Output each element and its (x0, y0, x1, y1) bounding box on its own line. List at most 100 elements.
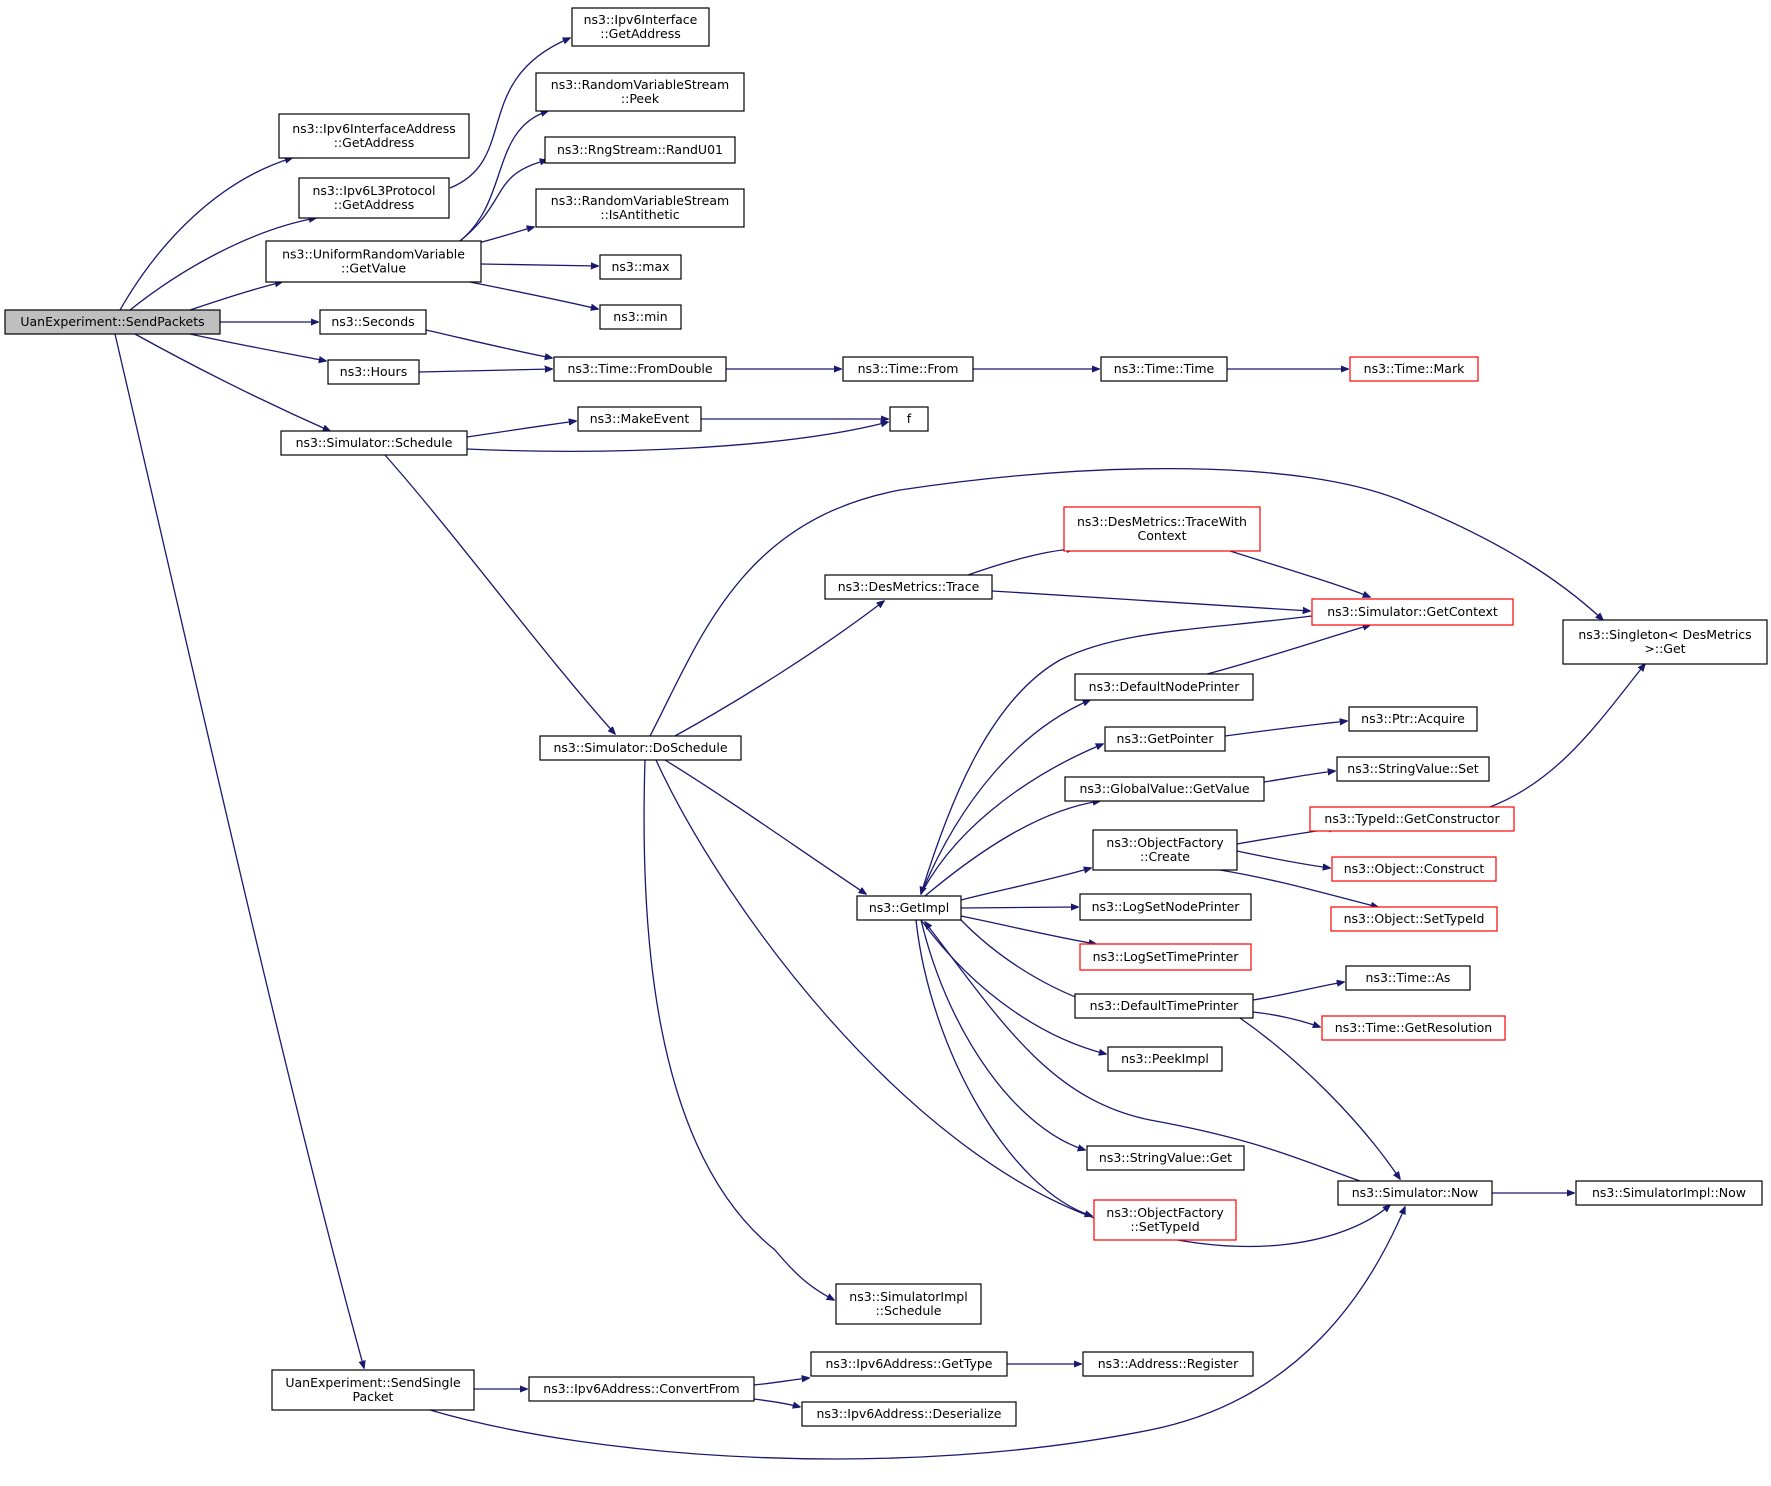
node-box (271, 1369, 475, 1411)
node-typeid-getconstructor[interactable]: ns3::TypeId::GetConstructor (1309, 806, 1515, 832)
edge-uniform_getvalue-to-rng_randu01 (459, 160, 547, 242)
node-peekimpl[interactable]: ns3::PeekImpl (1107, 1046, 1223, 1072)
node-time-getresolution[interactable]: ns3::Time::GetResolution (1321, 1015, 1506, 1041)
edge-send_packets-to-ipv6l3_getaddr (129, 218, 316, 311)
node-label-line: ns3::DesMetrics::Trace (838, 579, 980, 594)
node-box (544, 136, 736, 164)
node-rvs-peek[interactable]: ns3::RandomVariableStream::Peek (535, 72, 745, 112)
node-time-as[interactable]: ns3::Time::As (1345, 965, 1471, 991)
node-makeevent[interactable]: ns3::MakeEvent (577, 406, 702, 432)
node-label-line: ns3::Ipv6Address::ConvertFrom (543, 1381, 739, 1396)
node-simimpl-now[interactable]: ns3::SimulatorImpl::Now (1575, 1180, 1763, 1206)
node-label-line: ns3::GetImpl (869, 900, 949, 915)
node-sim-schedule[interactable]: ns3::Simulator::Schedule (280, 430, 468, 456)
node-box (1092, 829, 1238, 871)
edge-typeid_getconstructor-to-singleton_get (1489, 664, 1645, 808)
edge-ipv6addr_convertfrom-to-ipv6addr_gettype (753, 1378, 809, 1386)
edge-sim_schedule-to-f (466, 422, 888, 452)
node-label-line: ns3::TypeId::GetConstructor (1324, 811, 1500, 826)
node-label-line: ns3::Ipv6Address::GetType (826, 1356, 993, 1371)
edge-hours-to-time_fromdouble (418, 369, 552, 372)
edge-getimpl-to-getpointer (920, 744, 1103, 895)
node-hours[interactable]: ns3::Hours (327, 359, 420, 385)
edge-send_packets-to-send_single (114, 333, 364, 1368)
node-label-line: ns3::StringValue::Get (1099, 1150, 1232, 1165)
edge-send_single-to-sim_now (429, 1207, 1405, 1460)
node-box (1082, 1351, 1254, 1377)
node-sim-now[interactable]: ns3::Simulator::Now (1337, 1180, 1493, 1206)
node-label-line: ns3::PeekImpl (1121, 1051, 1209, 1066)
node-rvs-isantithetic[interactable]: ns3::RandomVariableStream::IsAntithetic (535, 188, 745, 228)
node-logsettimeprinter[interactable]: ns3::LogSetTimePrinter (1079, 943, 1252, 971)
node-send-packets[interactable]: UanExperiment::SendPackets (4, 309, 221, 335)
node-uniform-getvalue[interactable]: ns3::UniformRandomVariable::GetValue (265, 240, 482, 283)
node-address-register[interactable]: ns3::Address::Register (1082, 1351, 1254, 1377)
node-object-settypeid[interactable]: ns3::Object::SetTypeId (1330, 906, 1498, 932)
node-objectfactory-create[interactable]: ns3::ObjectFactory::Create (1092, 829, 1238, 871)
node-defaultnodeprinter[interactable]: ns3::DefaultNodePrinter (1074, 673, 1254, 701)
node-time-fromdouble[interactable]: ns3::Time::FromDouble (553, 356, 727, 382)
node-min[interactable]: ns3::min (599, 304, 682, 330)
node-sim-doschedule[interactable]: ns3::Simulator::DoSchedule (539, 735, 742, 761)
edge-getimpl-to-defaultnodeprinter (920, 700, 1090, 895)
node-label-line: ns3::Ipv6Address::Deserialize (817, 1406, 1002, 1421)
node-box (1337, 1180, 1493, 1206)
node-objectfactory-settypeid[interactable]: ns3::ObjectFactory::SetTypeId (1093, 1199, 1237, 1241)
node-ipv6addr-gettype[interactable]: ns3::Ipv6Address::GetType (810, 1351, 1008, 1377)
node-desmetrics-trace[interactable]: ns3::DesMetrics::Trace (824, 574, 993, 600)
node-label-line: ns3::min (613, 309, 667, 324)
node-time-mark[interactable]: ns3::Time::Mark (1349, 356, 1479, 382)
node-ipv6ifaddr-getaddr[interactable]: ns3::Ipv6InterfaceAddress::GetAddress (278, 113, 470, 159)
node-stringvalue-set[interactable]: ns3::StringValue::Set (1336, 756, 1490, 782)
node-box (824, 574, 993, 600)
edge-getimpl-to-peekimpl (920, 919, 1106, 1054)
node-label-line: ns3::Time::Mark (1364, 361, 1465, 376)
edge-sim_schedule-to-makeevent (466, 421, 576, 438)
node-label-line: ns3::Simulator::GetContext (1327, 604, 1498, 619)
node-ipv6addr-convertfrom[interactable]: ns3::Ipv6Address::ConvertFrom (528, 1376, 755, 1402)
node-stringvalue-get[interactable]: ns3::StringValue::Get (1086, 1145, 1245, 1171)
node-getpointer[interactable]: ns3::GetPointer (1104, 726, 1226, 752)
node-sim-getcontext[interactable]: ns3::Simulator::GetContext (1311, 598, 1514, 626)
node-globalvalue-getvalue[interactable]: ns3::GlobalValue::GetValue (1064, 776, 1265, 802)
node-label-line: ns3::MakeEvent (590, 411, 690, 426)
node-object-construct[interactable]: ns3::Object::Construct (1331, 856, 1497, 882)
node-label-line: ns3::max (611, 259, 669, 274)
node-getimpl[interactable]: ns3::GetImpl (856, 895, 962, 921)
node-seconds[interactable]: ns3::Seconds (319, 309, 427, 335)
node-singleton-get[interactable]: ns3::Singleton< DesMetrics >::Get (1562, 619, 1768, 665)
edge-desmetrics_trace-to-desmetrics_tracewithcontext (967, 549, 1074, 576)
node-box (1063, 506, 1261, 552)
edge-uniform_getvalue-to-rvs_peek (459, 111, 548, 242)
node-ptr-acquire[interactable]: ns3::Ptr::Acquire (1348, 706, 1478, 732)
node-simimpl-schedule[interactable]: ns3::SimulatorImpl::Schedule (835, 1283, 982, 1325)
node-box (278, 113, 470, 159)
node-label-line: ::Create (1140, 849, 1190, 864)
node-ipv6l3-getaddr[interactable]: ns3::Ipv6L3Protocol::GetAddress (298, 177, 450, 219)
node-time-time[interactable]: ns3::Time::Time (1100, 356, 1228, 382)
node-box (319, 309, 427, 335)
node-time-from[interactable]: ns3::Time::From (842, 356, 974, 382)
node-rng-randu01[interactable]: ns3::RngStream::RandU01 (544, 136, 736, 164)
node-ipv6addr-deserialize[interactable]: ns3::Ipv6Address::Deserialize (801, 1401, 1017, 1427)
node-label-line: ns3::UniformRandomVariable (282, 247, 465, 262)
node-box (1348, 706, 1478, 732)
node-label-line: ::GetAddress (334, 197, 414, 212)
edge-objectfactory_create-to-object_construct (1236, 850, 1330, 868)
node-defaulttimeprinter[interactable]: ns3::DefaultTimePrinter (1074, 993, 1254, 1019)
node-f[interactable]: f (889, 406, 929, 432)
node-box (1575, 1180, 1763, 1206)
node-max[interactable]: ns3::max (599, 254, 682, 280)
node-logsetnodeprinter[interactable]: ns3::LogSetNodePrinter (1079, 893, 1252, 921)
node-box (1104, 726, 1226, 752)
node-label-line: >::Get (1644, 641, 1685, 656)
node-box (1309, 806, 1515, 832)
node-box (810, 1351, 1008, 1377)
node-label-line: UanExperiment::SendPackets (20, 314, 204, 329)
node-box (1064, 776, 1265, 802)
node-box (889, 406, 929, 432)
node-ipv6iface-getaddr[interactable]: ns3::Ipv6Interface::GetAddress (571, 7, 710, 47)
